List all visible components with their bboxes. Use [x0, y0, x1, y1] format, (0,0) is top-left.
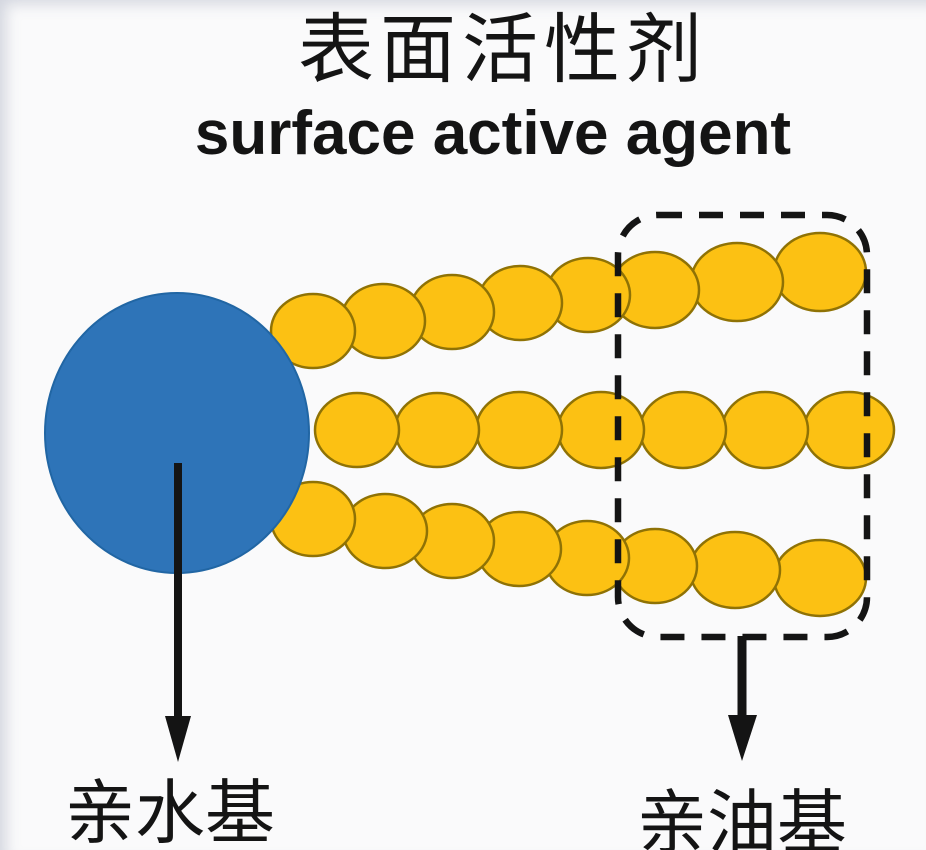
tail-bead: [802, 390, 896, 470]
hydrophilic-group-label: 亲水基: [65, 772, 275, 850]
tail-bead: [393, 391, 481, 469]
lipophilic-arrowhead-icon: [728, 715, 757, 761]
hydrophilic-arrow: [165, 463, 191, 762]
tail-bead: [269, 292, 357, 370]
tail-bead: [772, 231, 868, 313]
lipophilic-group-label: 亲油基: [637, 782, 847, 850]
tail-bead: [720, 390, 810, 470]
hydrophilic-arrowhead-icon: [165, 716, 191, 762]
tail-bead: [689, 241, 785, 323]
tail-bead: [638, 390, 728, 470]
tail-bead: [313, 391, 401, 469]
tail-bead: [474, 390, 564, 470]
title-chinese: 表面活性剂: [298, 5, 708, 94]
tail-bead: [688, 530, 782, 610]
tail-bead: [772, 538, 868, 618]
tail-bead: [341, 492, 429, 570]
tail-bead: [556, 390, 646, 470]
hydrophobic-tail-chains: [269, 231, 896, 618]
tail-chain-row-1: [269, 231, 868, 370]
lipophilic-arrow: [728, 636, 757, 761]
title-english: surface active agent: [194, 99, 792, 168]
tail-chain-row-3: [269, 480, 868, 618]
tail-chain-row-2: [313, 390, 896, 470]
